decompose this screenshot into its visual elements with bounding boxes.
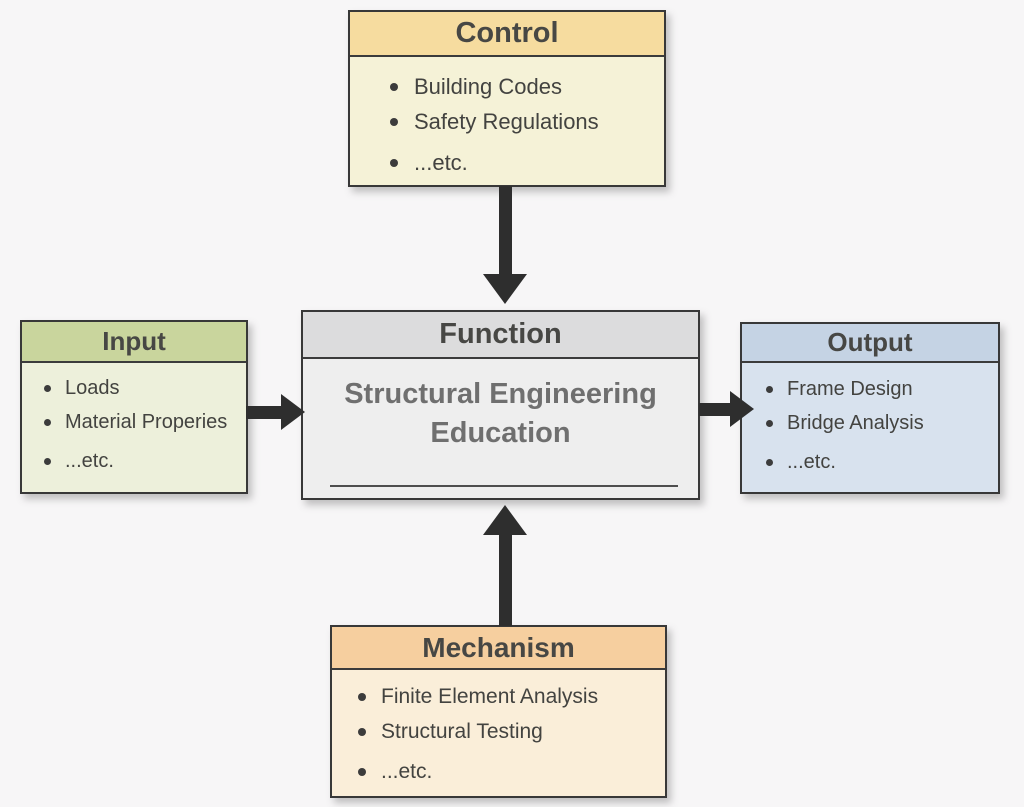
bullet-icon bbox=[358, 767, 366, 776]
input-box-header: Input bbox=[22, 322, 246, 363]
mechanism-box-body: Finite Element Analysis Structural Testi… bbox=[332, 670, 665, 789]
mechanism-box-header: Mechanism bbox=[332, 627, 665, 670]
output-box-body: Frame Design Bridge Analysis ...etc. bbox=[742, 363, 998, 479]
arrow-right-icon bbox=[281, 394, 305, 430]
list-item: Safety Regulations bbox=[390, 104, 658, 139]
function-box-body: Structural Engineering Education bbox=[303, 359, 698, 500]
list-item: ...etc. bbox=[44, 444, 244, 478]
control-box-title: Control bbox=[455, 17, 559, 49]
input-box-body: Loads Material Properies ...etc. bbox=[22, 363, 246, 478]
bullet-icon bbox=[358, 727, 366, 736]
control-box-header: Control bbox=[350, 12, 664, 57]
output-box-header: Output bbox=[742, 324, 998, 363]
arrow-shaft bbox=[499, 186, 512, 274]
control-box-body: Building Codes Safety Regulations ...etc… bbox=[350, 57, 664, 180]
function-label: Structural Engineering Education bbox=[344, 378, 657, 449]
input-box-title: Input bbox=[102, 326, 166, 356]
function-box-title: Function bbox=[439, 318, 562, 350]
input-box: Input Loads Material Properies ...etc. bbox=[20, 320, 248, 494]
list-item: Building Codes bbox=[390, 69, 658, 104]
list-item: Structural Testing bbox=[358, 714, 661, 749]
bullet-icon bbox=[358, 692, 366, 701]
function-box-header: Function bbox=[303, 312, 698, 359]
bullet-icon bbox=[766, 385, 773, 393]
bullet-icon bbox=[390, 117, 398, 126]
arrow-down-icon bbox=[483, 274, 527, 304]
function-underline bbox=[330, 485, 678, 487]
bullet-icon bbox=[390, 82, 398, 91]
function-box: Function Structural Engineering Educatio… bbox=[301, 310, 700, 500]
bullet-icon bbox=[44, 457, 51, 465]
bullet-icon bbox=[44, 418, 51, 426]
arrow-up-icon bbox=[483, 505, 527, 535]
list-item: Bridge Analysis bbox=[766, 406, 996, 440]
list-item: Finite Element Analysis bbox=[358, 679, 661, 714]
mechanism-box: Mechanism Finite Element Analysis Struct… bbox=[330, 625, 667, 798]
output-box: Output Frame Design Bridge Analysis ...e… bbox=[740, 322, 1000, 494]
mechanism-box-title: Mechanism bbox=[422, 631, 575, 663]
bullet-icon bbox=[44, 384, 51, 392]
list-item: ...etc. bbox=[358, 754, 661, 789]
output-box-title: Output bbox=[827, 327, 913, 357]
bullet-icon bbox=[766, 458, 773, 466]
arrow-shaft bbox=[246, 406, 281, 419]
list-item: Frame Design bbox=[766, 372, 996, 406]
list-item: Material Properies bbox=[44, 405, 244, 439]
arrow-shaft bbox=[699, 403, 730, 416]
arrow-right-icon bbox=[730, 391, 754, 427]
list-item: ...etc. bbox=[390, 145, 658, 180]
list-item: Loads bbox=[44, 371, 244, 405]
arrow-shaft bbox=[499, 535, 512, 626]
bullet-icon bbox=[766, 419, 773, 427]
bullet-icon bbox=[390, 158, 398, 167]
list-item: ...etc. bbox=[766, 445, 996, 479]
control-box: Control Building Codes Safety Regulation… bbox=[348, 10, 666, 187]
